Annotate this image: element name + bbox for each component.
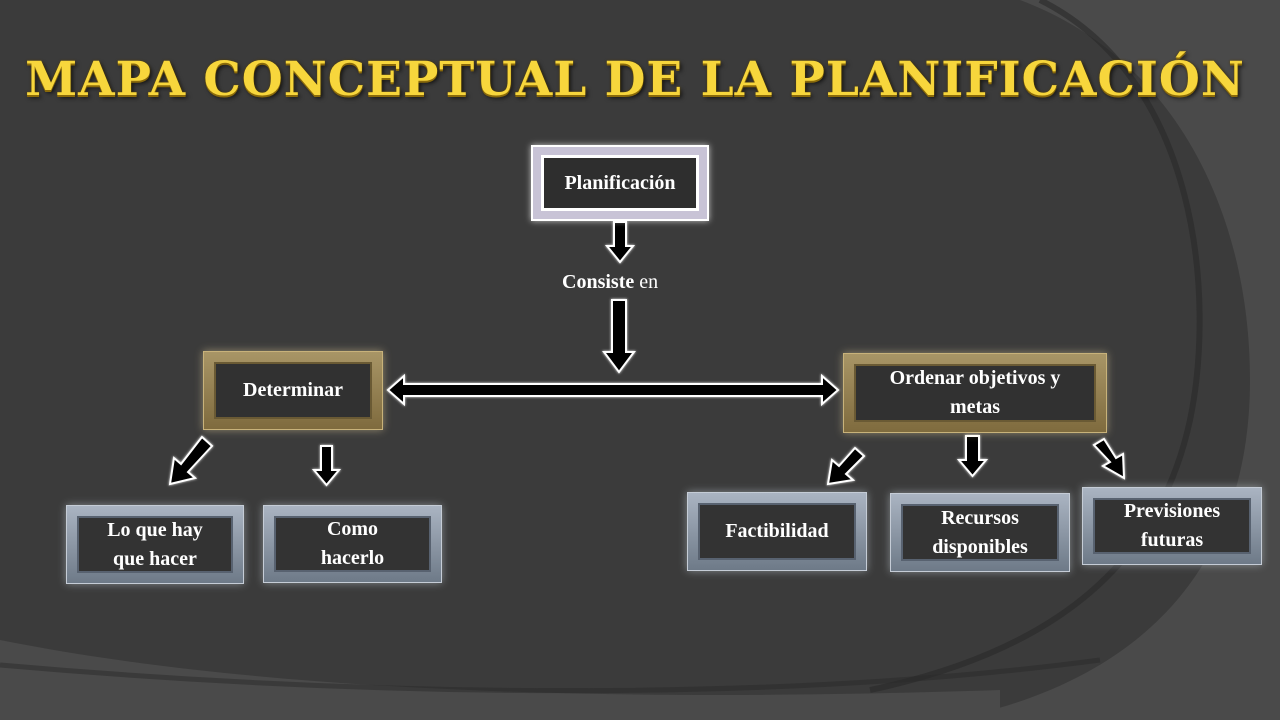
- recursos-disponibles-label: Recursos disponibles: [932, 506, 1028, 558]
- lo-que-hay-label: Lo que hay que hacer: [107, 518, 203, 570]
- down-arrow-icon: [602, 299, 636, 374]
- como-hacerlo-label: Como hacerlo: [320, 518, 385, 569]
- double-arrow-icon: [386, 373, 840, 407]
- planificacion-node: Planificación: [531, 145, 709, 221]
- lo-que-hay-node: Lo que hay que hacer: [66, 505, 244, 584]
- previsiones-futuras-label: Previsiones futuras: [1123, 500, 1221, 551]
- diagonal-arrow-icon: [168, 435, 214, 486]
- ordenar-objetivos-node: Ordenar objetivos y metas: [843, 353, 1107, 433]
- consiste-en-label: Consiste en: [562, 271, 659, 293]
- down-arrow-icon: [311, 445, 342, 487]
- page-title: MAPA CONCEPTUAL DE LA PLANIFICACIÓN: [25, 52, 1245, 107]
- factibilidad-label: Factibilidad: [725, 520, 829, 542]
- planificacion-label: Planificación: [564, 171, 676, 194]
- factibilidad-node: Factibilidad: [687, 492, 867, 571]
- determinar-label: Determinar: [243, 379, 343, 401]
- diagonal-arrow-icon: [826, 446, 866, 486]
- recursos-disponibles-node: Recursos disponibles: [890, 493, 1070, 572]
- ordenar-objetivos-label: Ordenar objetivos y metas: [889, 367, 1061, 418]
- down-arrow-icon: [604, 221, 636, 264]
- determinar-node: Determinar: [203, 351, 383, 430]
- down-arrow-icon: [956, 435, 989, 478]
- diagonal-arrow-icon: [1092, 437, 1126, 480]
- previsiones-futuras-node: Previsiones futuras: [1082, 487, 1262, 565]
- como-hacerlo-node: Como hacerlo: [263, 505, 442, 583]
